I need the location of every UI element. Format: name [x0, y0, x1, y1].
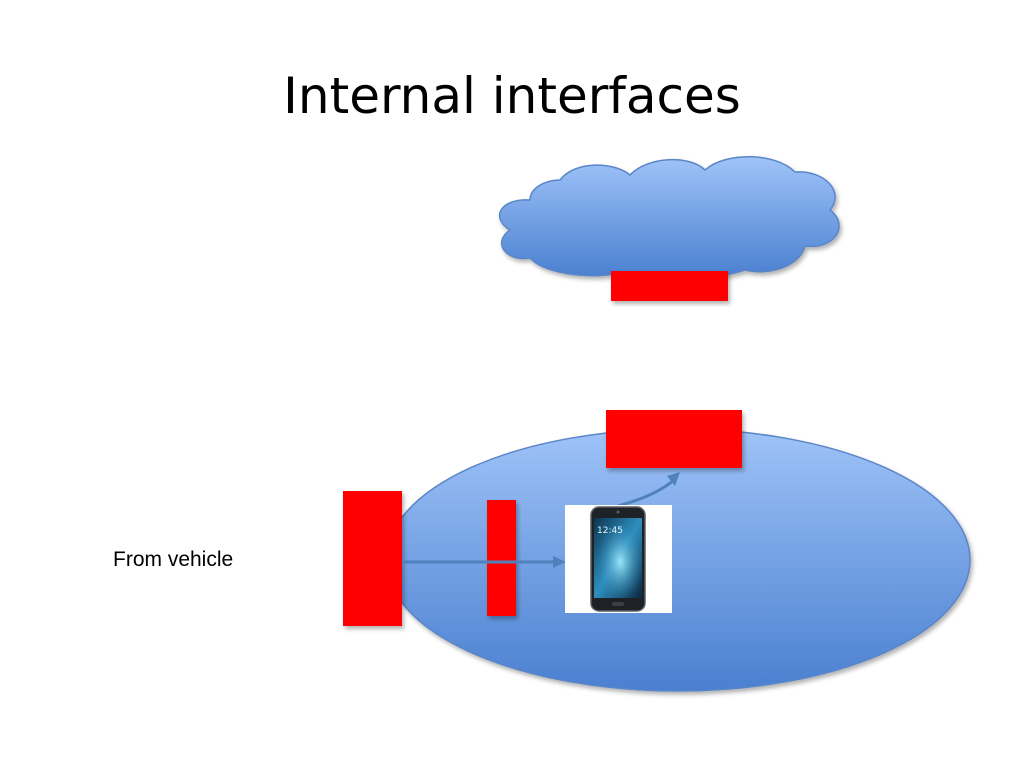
phone-to-external-arrow [617, 472, 680, 508]
cloud-interface-block [611, 271, 728, 301]
slide-title: Internal interfaces [283, 67, 741, 125]
external-interface-block [606, 410, 742, 468]
vehicle-domain-ellipse [385, 428, 971, 692]
from-vehicle-label: From vehicle [113, 548, 234, 571]
smartphone-icon: 12:45 [565, 505, 672, 613]
phone-clock-text: 12:45 [597, 526, 623, 536]
vehicle-interface-block [343, 491, 402, 626]
cloud-icon [498, 156, 840, 279]
vehicle-to-phone-arrow [402, 556, 566, 568]
internal-interface-block [487, 500, 516, 616]
